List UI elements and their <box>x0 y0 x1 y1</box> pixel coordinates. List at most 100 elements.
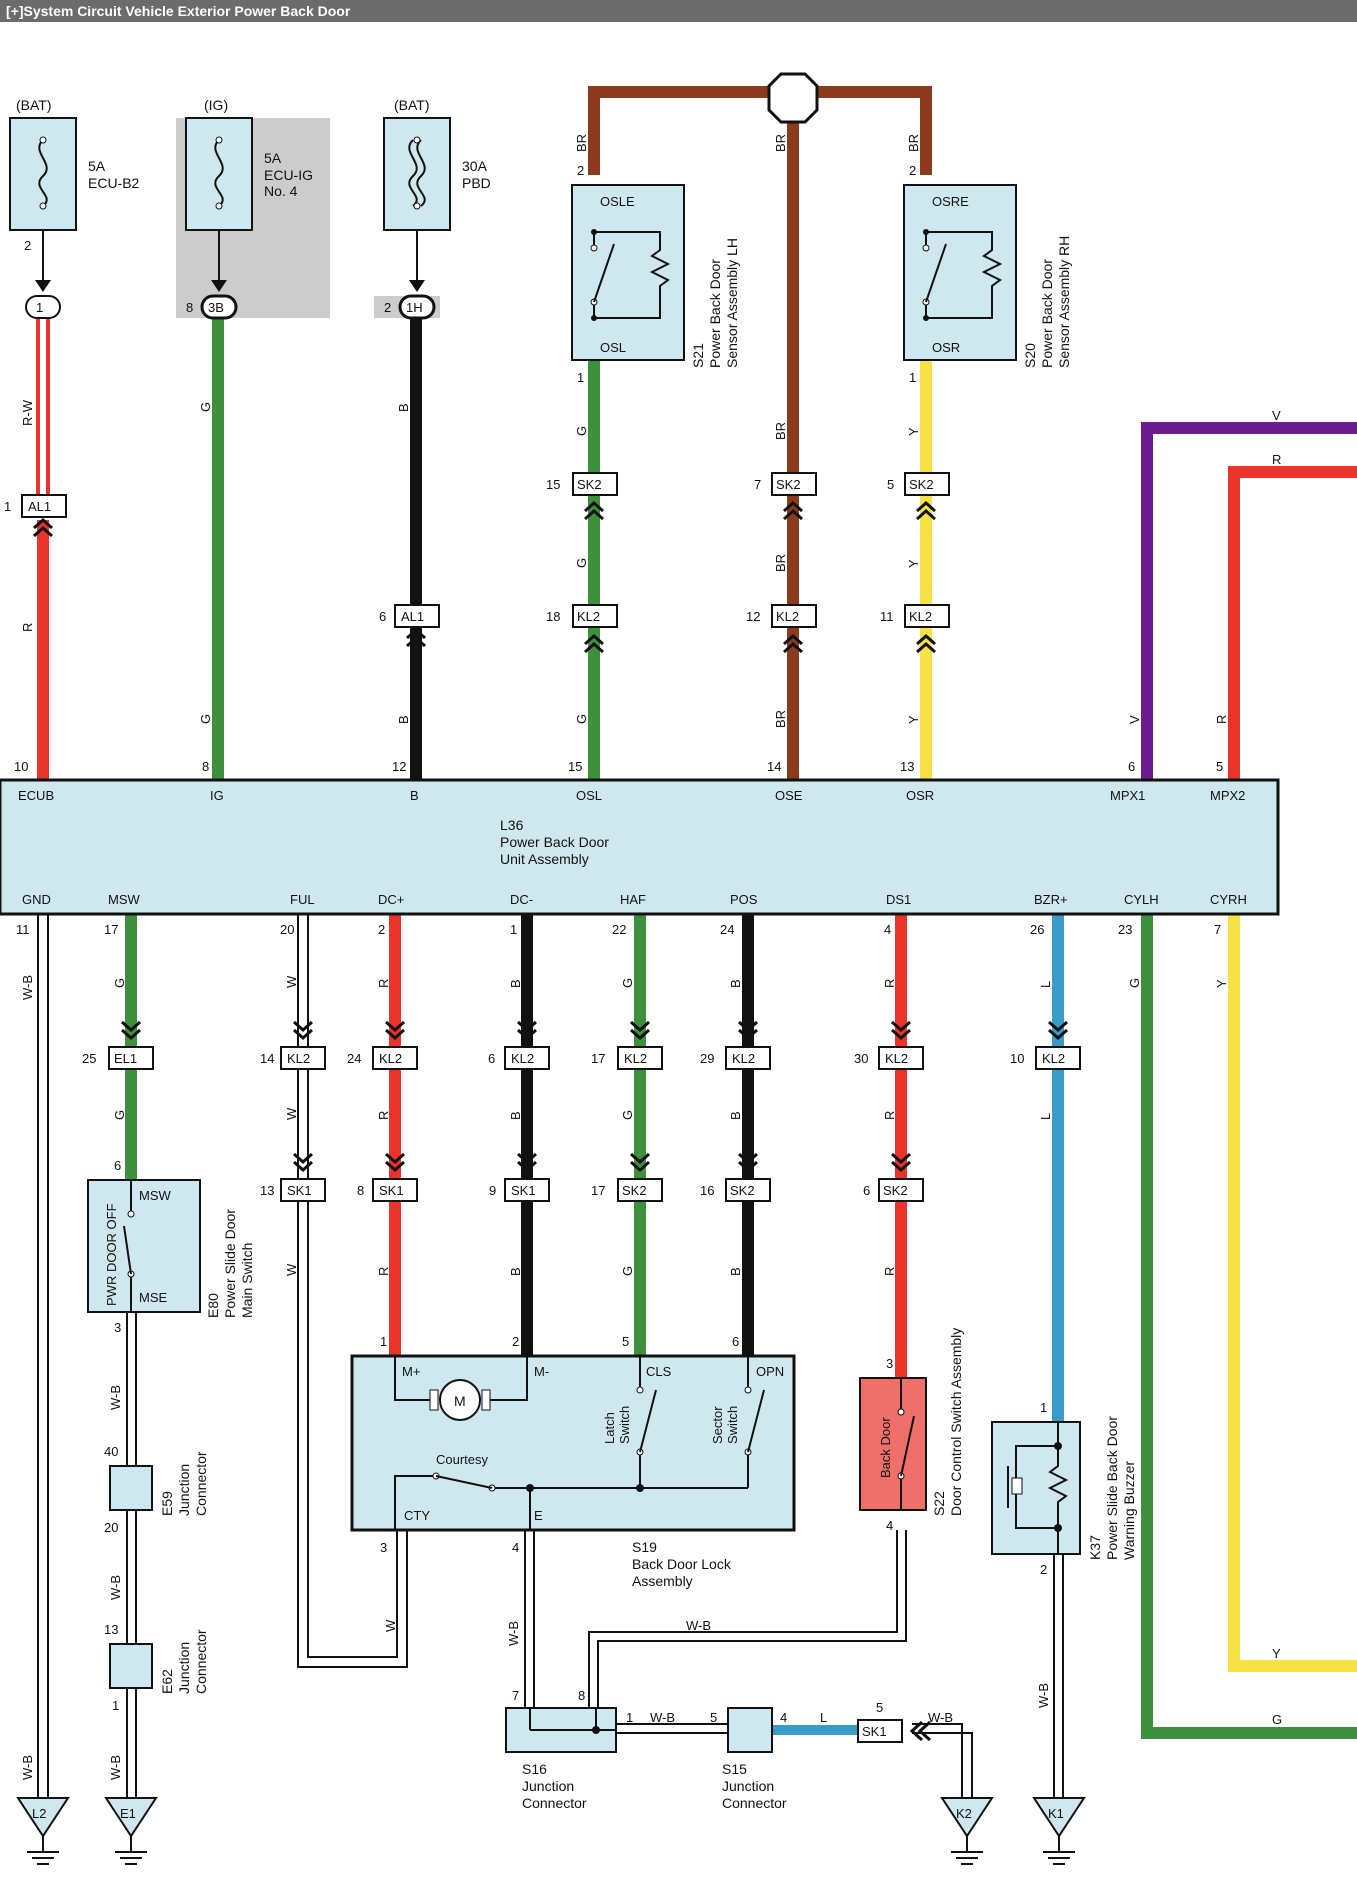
svg-text:W-B: W-B <box>928 1710 953 1725</box>
pin-ecub-num: 10 <box>14 759 28 774</box>
svg-text:W: W <box>284 975 299 988</box>
svg-text:Y: Y <box>1272 1646 1281 1661</box>
pin-mpx1-num: 6 <box>1128 759 1135 774</box>
svg-text:B: B <box>728 1267 743 1276</box>
svg-text:L: L <box>1038 981 1053 988</box>
connector-kl2-osr: KL2 11 <box>880 604 950 654</box>
wire-wb-mse <box>126 1308 137 1798</box>
lock-mplus: M+ <box>402 1364 420 1379</box>
junction-e59-name1: Junction <box>176 1464 192 1516</box>
pin-ose: OSE <box>775 788 803 803</box>
svg-text:G: G <box>620 978 635 988</box>
pin-bzr: BZR+ <box>1034 892 1068 907</box>
junction-e59-name2: Connector <box>193 1451 209 1516</box>
sensor-rh-top: OSRE <box>932 194 969 209</box>
pin-haf-num: 22 <box>612 922 626 937</box>
sensor-rh-pin-top: 2 <box>909 163 916 178</box>
buzzer-pin-top: 1 <box>1040 1400 1047 1415</box>
lock-cls: CLS <box>646 1364 672 1379</box>
svg-text:KL2: KL2 <box>379 1051 402 1066</box>
junction-e62-pin-bottom: 1 <box>112 1698 119 1713</box>
pin-cylh-num: 23 <box>1118 922 1132 937</box>
pin-b-num: 12 <box>392 759 406 774</box>
connector-kl2-ful: KL2 14 <box>260 1020 326 1070</box>
svg-text:15: 15 <box>546 477 560 492</box>
junction-e59-pin-top: 40 <box>104 1444 118 1459</box>
fuse1-supply: (BAT) <box>16 97 52 113</box>
svg-text:24: 24 <box>347 1051 361 1066</box>
svg-text:5: 5 <box>887 477 894 492</box>
svg-text:R: R <box>20 623 35 632</box>
svg-text:W: W <box>383 1619 398 1632</box>
connector-sk2-ds1: SK2 6 <box>863 1152 924 1202</box>
wire-color-labels: R-W R G G B B BR BR BR G G G BR BR BR Y … <box>20 134 1282 1780</box>
svg-text:G: G <box>198 714 213 724</box>
sensor-rh-name1: Power Back Door <box>1039 259 1055 368</box>
svg-text:L: L <box>1038 1113 1053 1120</box>
pin-gnd-num: 11 <box>16 922 30 937</box>
fuse2-rating: 5A <box>264 150 282 166</box>
svg-text:KL2: KL2 <box>1042 1051 1065 1066</box>
pin-msw-num: 17 <box>104 922 118 937</box>
ecu-code: L36 <box>500 817 524 833</box>
svg-text:R-W: R-W <box>20 399 35 426</box>
sensor-rh <box>903 184 1017 361</box>
svg-text:G: G <box>574 558 589 568</box>
back-door-lock-assembly <box>350 1354 796 1532</box>
svg-text:W-B: W-B <box>108 1575 123 1600</box>
svg-text:SK1: SK1 <box>862 1724 887 1739</box>
pin-b: B <box>410 788 419 803</box>
svg-text:8: 8 <box>357 1183 364 1198</box>
svg-text:SK2: SK2 <box>577 477 602 492</box>
lock-mminus: M- <box>534 1364 549 1379</box>
junction-e62-pin-top: 13 <box>104 1622 118 1637</box>
pin-mpx1: MPX1 <box>1110 788 1145 803</box>
svg-text:V: V <box>1272 408 1281 423</box>
svg-text:L2: L2 <box>32 1806 46 1821</box>
svg-text:SK2: SK2 <box>730 1183 755 1198</box>
svg-text:KL2: KL2 <box>776 609 799 624</box>
svg-text:R: R <box>376 979 391 988</box>
back-door-switch <box>859 1377 927 1511</box>
svg-text:KL2: KL2 <box>577 609 600 624</box>
lock-pin-2: 2 <box>512 1334 519 1349</box>
svg-text:BR: BR <box>773 422 788 440</box>
svg-text:W-B: W-B <box>650 1710 675 1725</box>
pin-osl-num: 15 <box>568 759 582 774</box>
pin-haf: HAF <box>620 892 646 907</box>
lock-sector2: Switch <box>725 1406 740 1444</box>
wire-rw <box>36 316 50 494</box>
pin-cylh: CYLH <box>1124 892 1159 907</box>
svg-text:KL2: KL2 <box>287 1051 310 1066</box>
door-switch-label: Back Door <box>878 1417 893 1478</box>
pin-ecub: ECUB <box>18 788 54 803</box>
sensor-rh-name2: Sensor Assembly RH <box>1056 236 1072 368</box>
wire-wb-gnd <box>37 914 49 1798</box>
svg-text:R: R <box>882 1111 897 1120</box>
pin-ig-num: 8 <box>202 759 209 774</box>
svg-text:6: 6 <box>863 1183 870 1198</box>
connector-kl2-dcminus: KL2 6 <box>488 1020 550 1070</box>
fuse-pbd <box>383 117 451 292</box>
fuse2-name2: No. 4 <box>264 183 298 199</box>
junction-s16-pin-8: 8 <box>578 1688 585 1703</box>
door-switch-pin-bottom: 4 <box>886 1518 893 1533</box>
svg-text:3B: 3B <box>208 300 224 315</box>
main-switch-pin-top: 6 <box>114 1158 121 1173</box>
lock-name2: Assembly <box>632 1573 693 1589</box>
junction-s15-pin-4: 4 <box>780 1710 787 1725</box>
svg-text:SK1: SK1 <box>511 1183 536 1198</box>
svg-text:G: G <box>620 1266 635 1276</box>
fuse2-name: ECU-IG <box>264 167 313 183</box>
svg-text:B: B <box>508 1111 523 1120</box>
expand-toggle[interactable]: [+] <box>6 3 24 19</box>
svg-text:18: 18 <box>546 609 560 624</box>
svg-text:11: 11 <box>880 609 894 624</box>
ground-e1: E1 <box>104 1797 158 1865</box>
svg-text:K2: K2 <box>956 1806 972 1821</box>
svg-text:12: 12 <box>746 609 760 624</box>
diagram-title: System Circuit Vehicle Exterior Power Ba… <box>23 3 351 19</box>
ecu-name2: Unit Assembly <box>500 851 589 867</box>
connector-kl2-haf: KL2 17 <box>591 1020 663 1070</box>
door-switch-pin-top: 3 <box>886 1356 893 1371</box>
